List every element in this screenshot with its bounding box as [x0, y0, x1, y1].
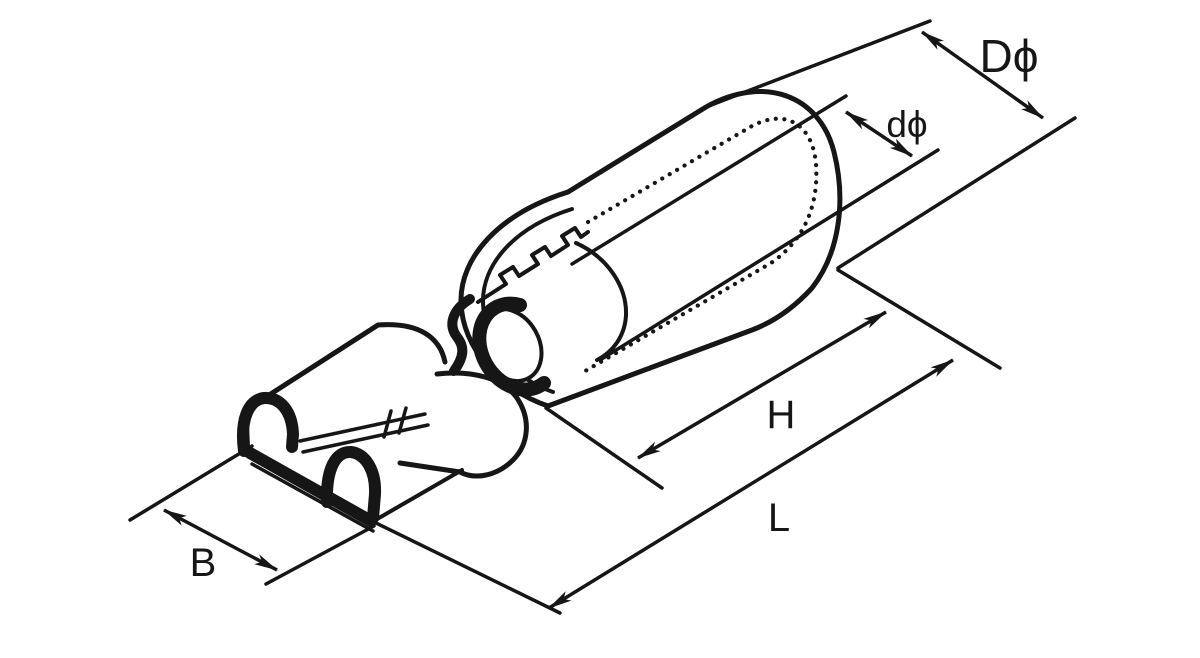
spade-slot-line-lower: [301, 423, 430, 454]
arrow-inner-diameter: [845, 110, 913, 158]
arrow-insulation-length: [637, 310, 887, 460]
spade-detent-tick-1: [382, 409, 393, 439]
label-overall-length: L: [768, 496, 790, 540]
spade-front-lip: [244, 447, 377, 527]
crimp-serration-edge: [476, 226, 590, 304]
arrow-overall-length: [548, 358, 954, 610]
sleeve-bore-hidden-line: [577, 116, 819, 377]
label-outer-diameter: Dϕ: [980, 30, 1039, 82]
extension-lines: [128, 19, 1077, 615]
ext-line-b-left: [128, 444, 254, 522]
ext-line-outer-diameter-top: [704, 19, 932, 109]
ext-line-inner-diameter-bottom: [598, 148, 940, 362]
spade-rolled-wing-far: [320, 446, 382, 524]
arrow-outer-diameter: [920, 30, 1045, 120]
crimp-mouth-rolled-rim: [472, 296, 551, 397]
ext-line-h-left: [544, 406, 664, 490]
arrow-terminal-width: [163, 508, 278, 572]
crimp-seam-curl: [447, 294, 475, 376]
spade-base-right-edge: [370, 468, 464, 524]
label-terminal-width: B: [190, 541, 217, 585]
spade-base-bottom-edge: [250, 462, 375, 533]
sleeve-mouth-far-rim-arc: [574, 241, 629, 362]
dimension-labels: Dϕ dϕ H L B: [190, 30, 1039, 585]
spade-detent-tick-2: [397, 406, 408, 435]
dimension-arrows: [163, 30, 1045, 610]
label-insulation-length: H: [767, 393, 796, 437]
ext-line-outer-diameter-bottom: [836, 116, 1077, 270]
ext-line-inner-diameter-top: [570, 94, 848, 266]
ext-line-l-left: [374, 521, 562, 615]
spade-rolled-wing-near: [237, 392, 299, 457]
label-inner-diameter: dϕ: [886, 104, 927, 145]
wire-barrel-outline: [397, 370, 529, 479]
terminal-artwork: [237, 89, 843, 533]
insulation-sleeve-outline: [545, 89, 843, 409]
ext-line-hl-right: [836, 268, 1002, 370]
spade-slot-line-upper: [298, 412, 427, 443]
ext-line-b-right: [264, 524, 376, 586]
